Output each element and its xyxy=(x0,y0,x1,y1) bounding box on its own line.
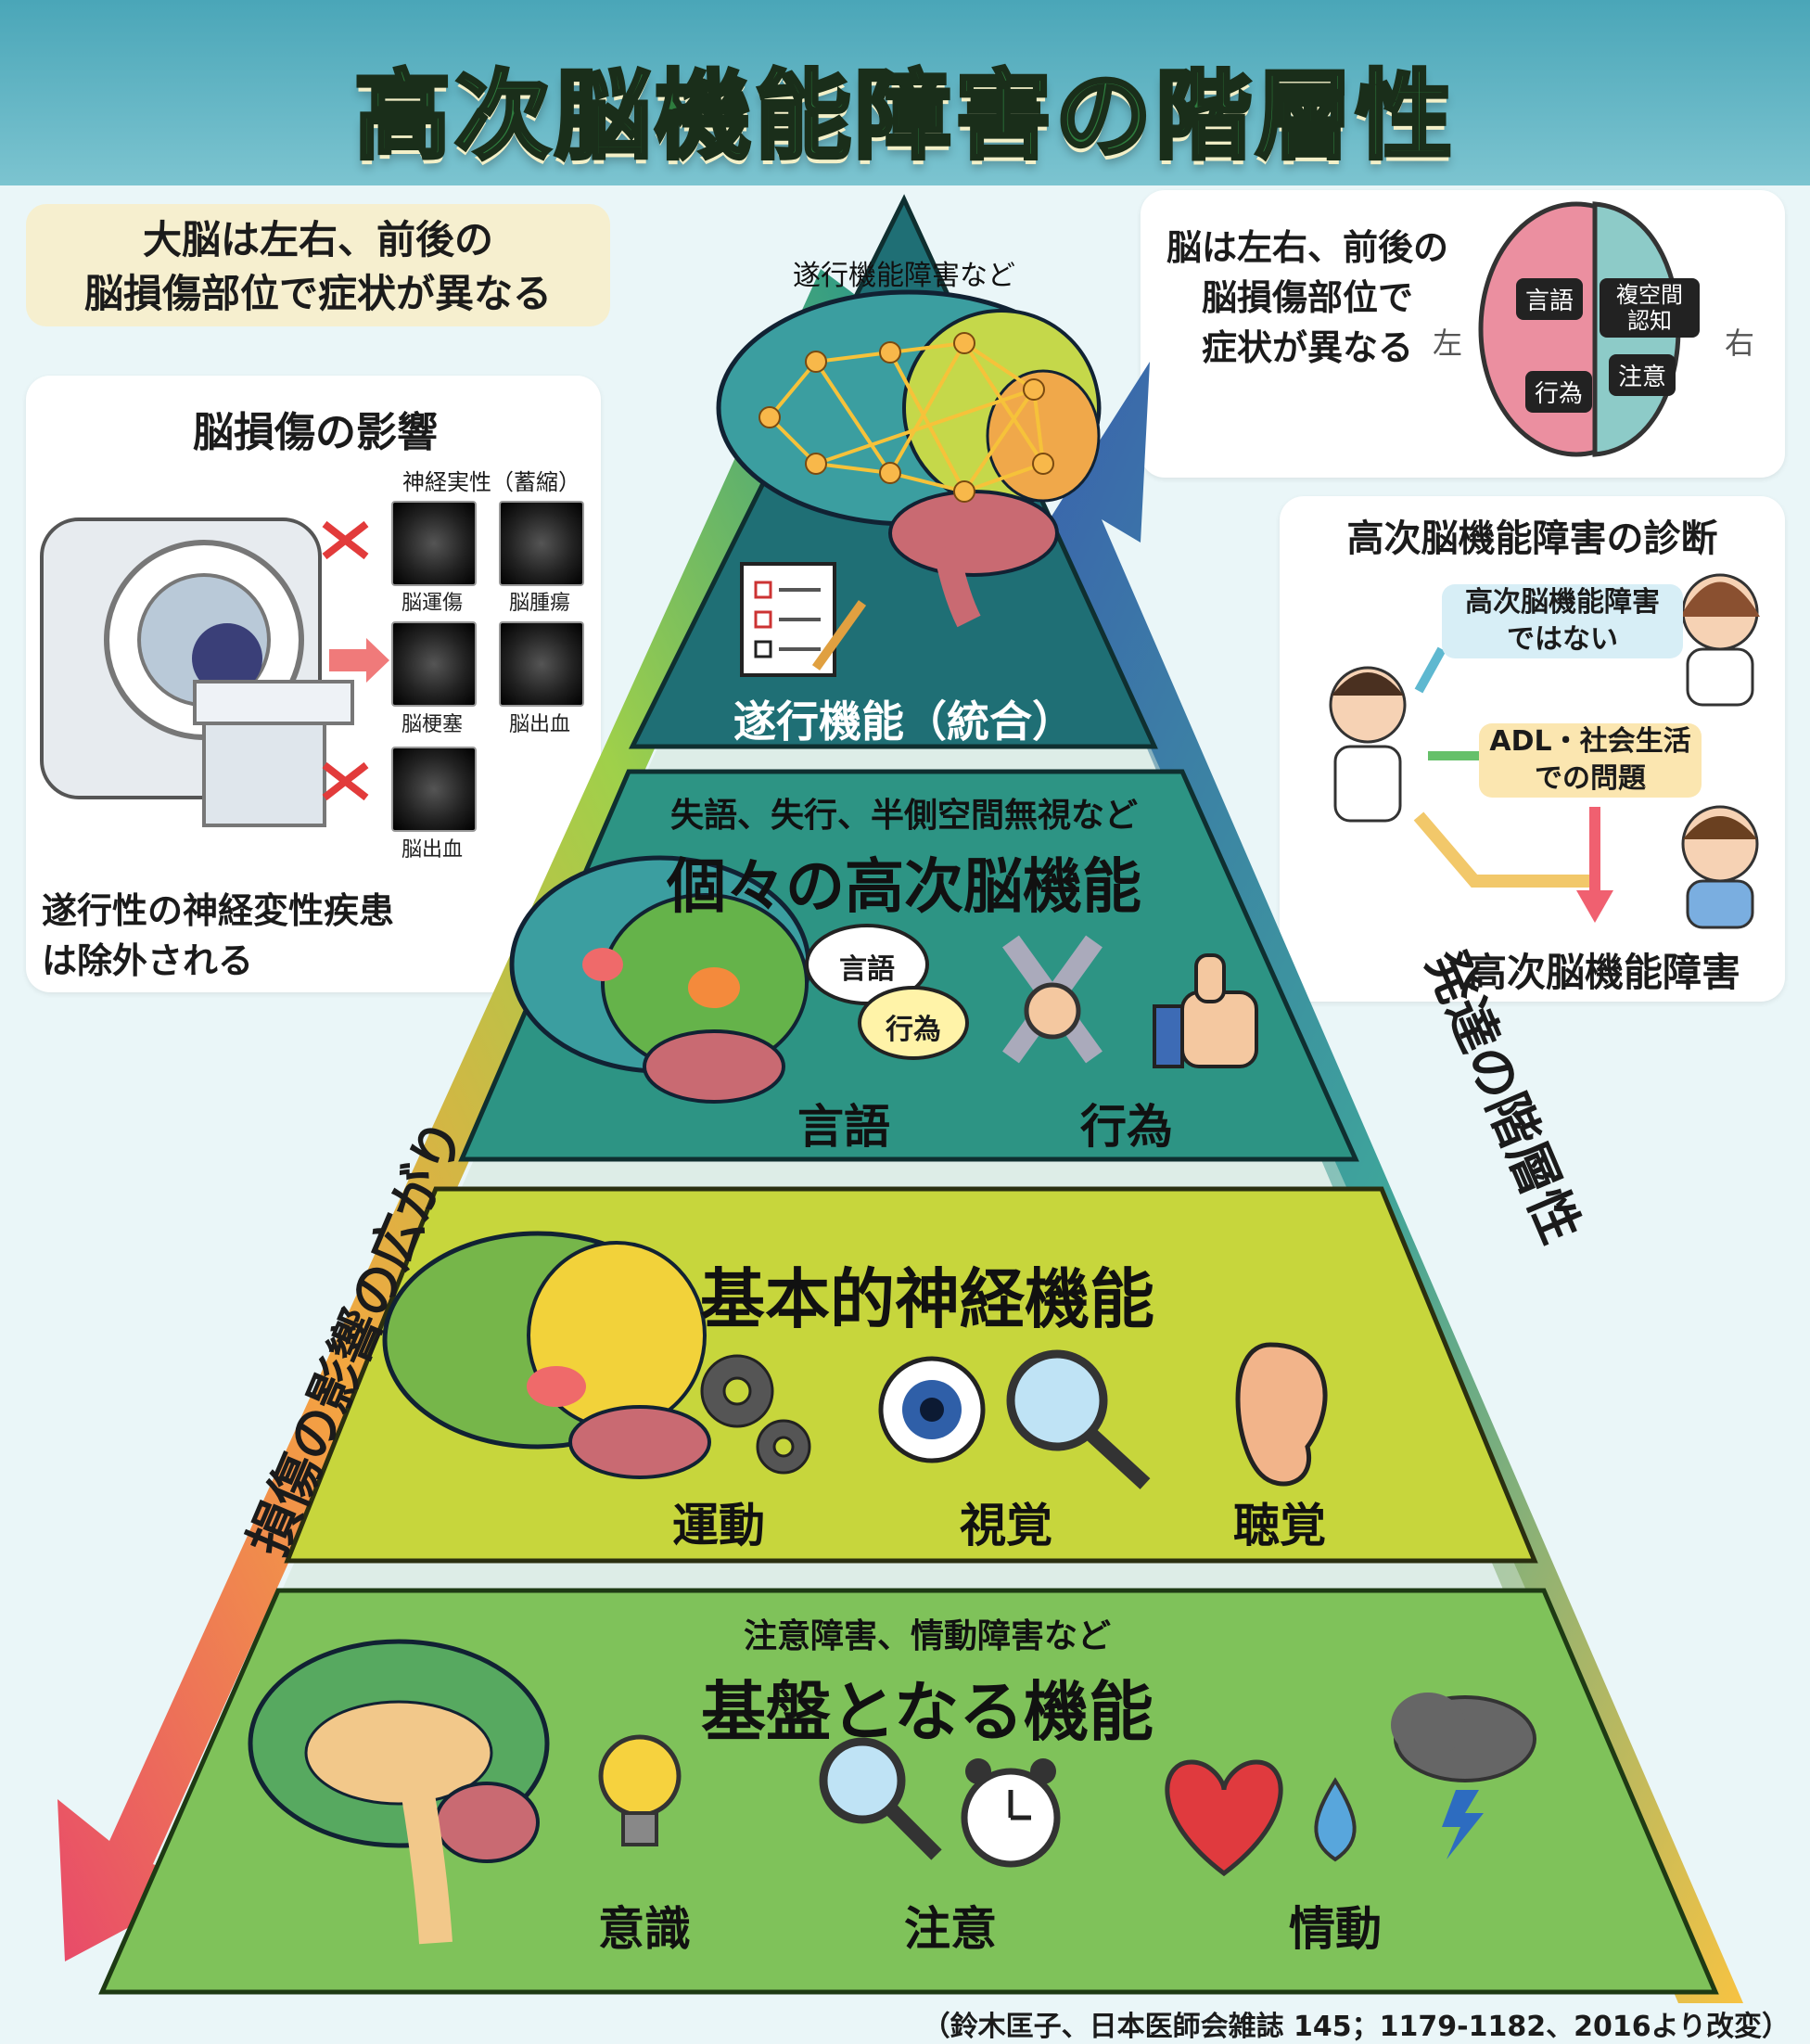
scan-markers xyxy=(322,520,389,801)
brain-damage-footer-line-2: は除外される xyxy=(42,940,254,981)
right-note-line-3: 症状が異なる xyxy=(1201,327,1413,368)
lightbulb-icon xyxy=(598,1734,682,1846)
nurse-avatar xyxy=(1680,573,1760,707)
bubble-language: 言語 xyxy=(839,953,895,986)
tier-third-label-motor: 運動 xyxy=(672,1499,765,1552)
magnifier-icon xyxy=(1006,1349,1151,1489)
alarm-clock-icon xyxy=(961,1758,1061,1868)
tier-bottom-title: 基盤となる機能 xyxy=(701,1674,1154,1750)
thumbs-up-icon xyxy=(1153,953,1258,1068)
mri-machine-icon xyxy=(40,517,354,827)
scan-image-3 xyxy=(391,621,477,707)
left-side-label: 左 xyxy=(1433,326,1463,361)
left-note-line-2: 脳損傷部位で症状が異なる xyxy=(83,271,552,316)
scan-label-2: 脳腫瘍 xyxy=(508,592,570,615)
scan-label-3: 脳梗塞 xyxy=(401,713,463,736)
right-brain-text: 脳は左右、前後の 脳損傷部位で 症状が異なる xyxy=(1154,223,1460,373)
tier-third-label-vision: 視覚 xyxy=(960,1499,1052,1552)
ear-icon xyxy=(1235,1342,1328,1487)
left-note-line-1: 大脳は左右、前後の xyxy=(142,217,493,262)
sagittal-brain-icon xyxy=(248,1639,550,1945)
network-brain-icon xyxy=(716,289,1102,628)
tier-second-label-language: 言語 xyxy=(797,1100,890,1154)
tier-second-subtitle: 失語、失行、半側空間無視など xyxy=(669,797,1138,835)
adl-problem-box: ADL・社会生活 での問題 xyxy=(1479,723,1702,798)
side-brain-icon xyxy=(509,855,811,1104)
tier-bottom-label-consciousness: 意識 xyxy=(598,1902,691,1956)
right-side-label: 右 xyxy=(1725,326,1755,361)
scan-image-5 xyxy=(391,747,477,832)
right-note-line-2: 脳損傷部位で xyxy=(1201,277,1413,318)
not-disorder-line-1: 高次脳機能障害 xyxy=(1465,586,1660,619)
tier-bottom-label-attention: 注意 xyxy=(904,1902,997,1956)
brain-damage-title: 脳損傷の影響 xyxy=(193,409,438,456)
not-disorder-box: 高次脳機能障害 ではない xyxy=(1442,584,1683,658)
brain-damage-footer-line-1: 遂行性の神経変性疾患 xyxy=(42,890,395,931)
diagnosis-title: 高次脳機能障害の診断 xyxy=(1346,517,1718,560)
tier-bottom-label-emotion: 情動 xyxy=(1289,1902,1382,1956)
tier-second-label-action: 行為 xyxy=(1080,1100,1173,1154)
tier-bottom-subtitle: 注意障害、情動障害など xyxy=(743,1617,1111,1655)
adl-line-2: での問題 xyxy=(1535,762,1646,795)
doctor-avatar xyxy=(1329,666,1407,823)
magnifier-icon-2 xyxy=(819,1737,942,1860)
water-drop-icon xyxy=(1314,1777,1357,1862)
diagnosis-arrows xyxy=(1413,646,1613,923)
tier-second-title: 個々の高次脳機能 xyxy=(667,853,1141,922)
brain-damage-footer: 遂行性の神経変性疾患 は除外される xyxy=(42,886,561,986)
scan-label-1: 脳運傷 xyxy=(401,592,463,615)
adl-line-1: ADL・社会生活 xyxy=(1489,725,1691,758)
eye-icon xyxy=(878,1356,986,1463)
colored-brain-icon xyxy=(382,1231,711,1479)
checklist-icon xyxy=(740,562,867,677)
diagnosis-result: 高次脳機能障害 xyxy=(1467,950,1740,995)
heart-icon xyxy=(1165,1759,1283,1877)
right-note-line-1: 脳は左右、前後の xyxy=(1166,227,1448,268)
speech-bubbles-icon xyxy=(805,924,969,1060)
scan-label-5: 脳出血 xyxy=(401,838,463,862)
bubble-action: 行為 xyxy=(886,1014,941,1046)
left-brain-note: 大脳は左右、前後の 脳損傷部位で症状が異なる xyxy=(26,204,610,326)
citation: （鈴木匡子、日本医師会雑誌 145；1179-1182、2016より改変） xyxy=(922,2011,1790,2043)
angry-cloud-icon xyxy=(1391,1693,1536,1859)
brain-tag-action: 行為 xyxy=(1525,371,1593,413)
page-title: 高次脳機能障害の階層性 xyxy=(352,57,1456,174)
neuro-degenerative-label: 神経実性（蓄縮） xyxy=(402,469,580,495)
header-band xyxy=(0,0,1810,185)
scan-image-2 xyxy=(499,501,584,586)
right-development-arrow xyxy=(1020,362,1743,2003)
tier-third-label-hearing: 聴覚 xyxy=(1233,1499,1326,1552)
tier-third-title: 基本的神経機能 xyxy=(700,1261,1154,1337)
tier-top-subtitle: 遂行機能障害など xyxy=(793,260,1015,292)
scan-image-4 xyxy=(499,621,584,707)
brain-tag-attention: 注意 xyxy=(1609,354,1676,396)
gears-icon xyxy=(700,1354,811,1475)
not-disorder-line-2: ではない xyxy=(1507,623,1618,656)
scan-image-1 xyxy=(391,501,477,586)
patient-avatar xyxy=(1681,805,1759,929)
brain-tag-spatial: 複空間 認知 xyxy=(1600,278,1700,338)
brain-tag-language: 言語 xyxy=(1516,278,1584,320)
tier-top-title: 遂行機能（統合） xyxy=(733,696,1075,747)
wrench-icon xyxy=(1002,935,1103,1064)
scan-label-4: 脳出血 xyxy=(508,713,570,736)
